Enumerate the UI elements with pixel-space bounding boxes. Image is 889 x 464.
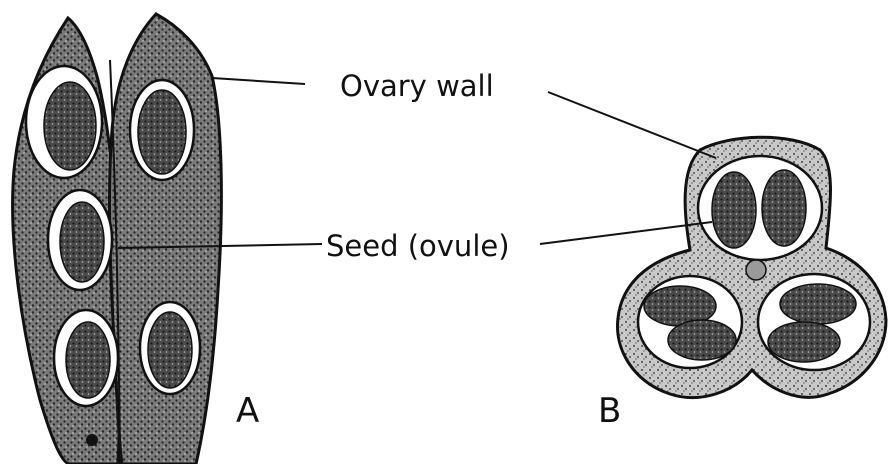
central-placenta [746, 260, 766, 280]
leader-ovary-wall-a [212, 78, 305, 84]
pod-seed [66, 322, 110, 398]
seed-ovule [762, 170, 806, 246]
pod-seed [138, 90, 186, 174]
label-panel-a: A [236, 391, 259, 431]
pod-seed [60, 202, 104, 282]
seed-ovule [668, 320, 736, 360]
label-panel-b: B [598, 391, 621, 431]
seed-ovule [768, 322, 840, 362]
pod-seed [44, 82, 96, 170]
label-ovary-wall: Ovary wall [340, 69, 494, 103]
pod-seed [148, 312, 192, 388]
panel-a-pod [13, 14, 222, 464]
leader-ovary-wall-b [548, 92, 716, 158]
seed-ovule [780, 284, 856, 324]
panel-b-cross-section [617, 137, 886, 397]
seed-ovule [712, 172, 756, 248]
label-seed-ovule: Seed (ovule) [326, 229, 510, 263]
pod-spot [86, 434, 98, 446]
